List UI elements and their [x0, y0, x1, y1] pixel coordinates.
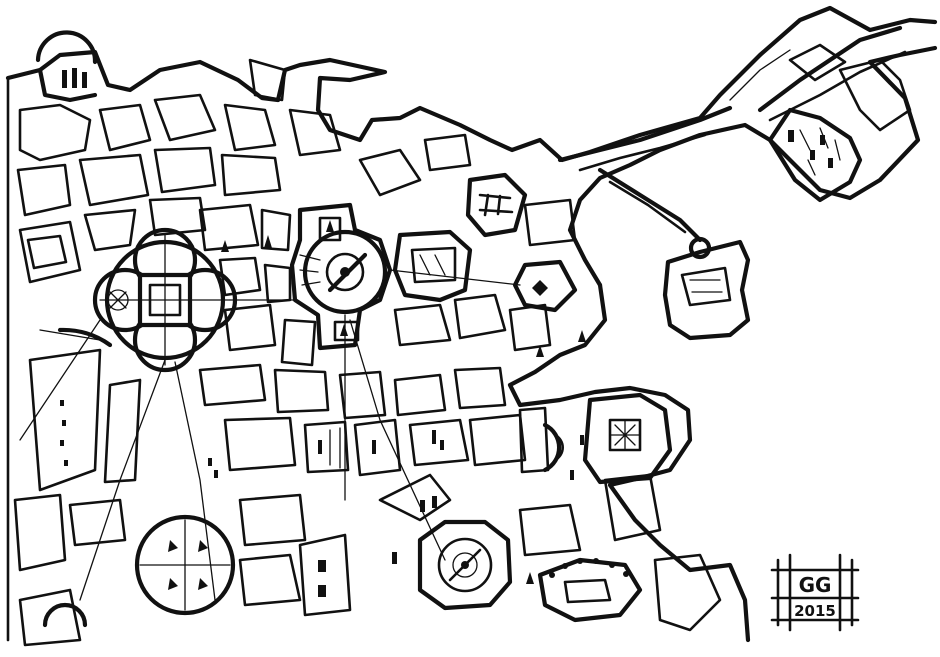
central-plaza — [289, 202, 393, 351]
obelisk-markers — [208, 235, 586, 584]
middle-blocks — [198, 133, 577, 477]
east-fortress — [597, 167, 751, 341]
quatrefoil-palace — [92, 227, 238, 373]
southwest-circus — [13, 327, 307, 647]
south-rotunda — [298, 473, 582, 617]
northeast-peninsula — [557, 25, 912, 203]
signature-initials: GG — [799, 573, 832, 597]
monogram-signature: GG 2015 — [770, 553, 860, 632]
signature-year: 2015 — [794, 602, 836, 620]
northwest-blocks — [16, 30, 342, 284]
amphitheatre — [537, 473, 722, 632]
east-basilica — [518, 392, 673, 485]
coastline — [5, 5, 938, 643]
